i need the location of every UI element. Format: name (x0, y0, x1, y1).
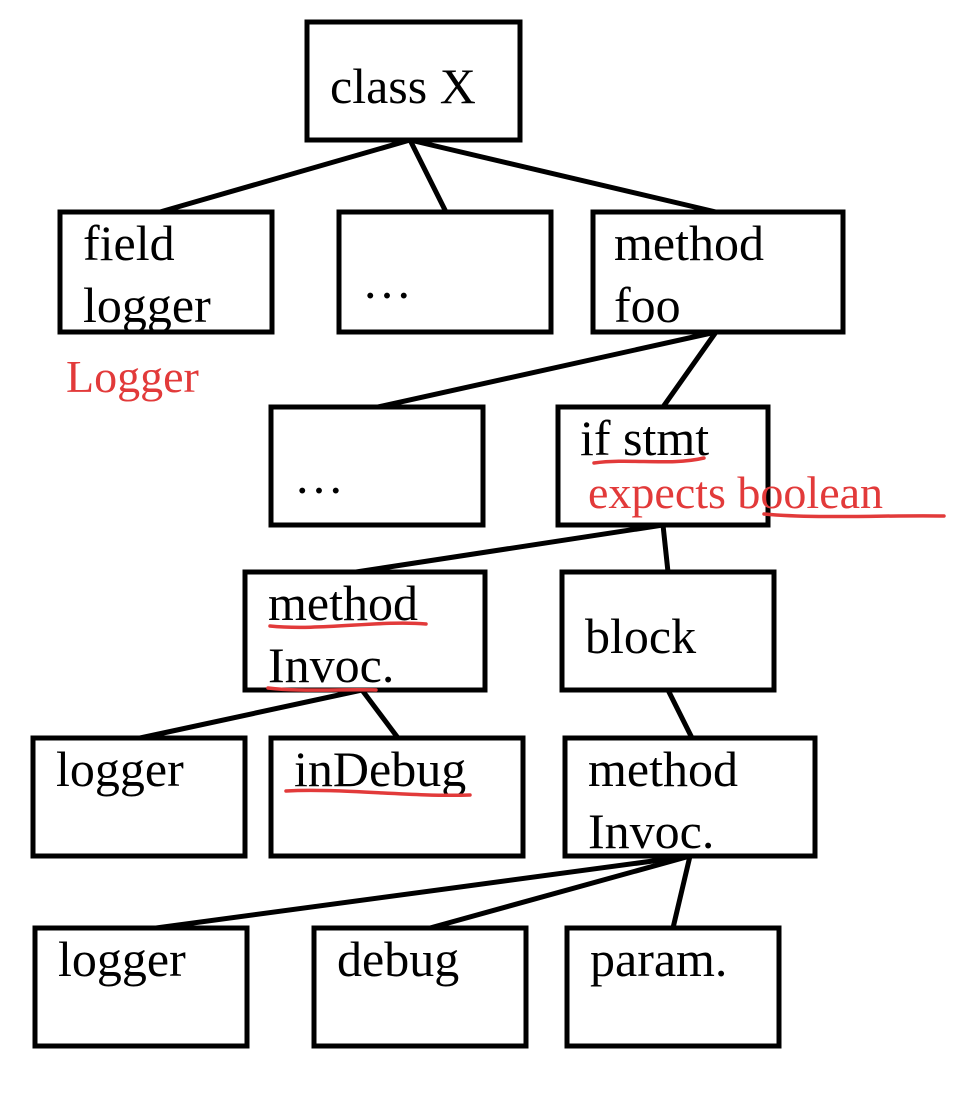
node-param: param. (564, 925, 782, 1049)
underline-if-stmt (592, 456, 706, 465)
node-label-line-2: Invoc. (268, 637, 394, 693)
node-label: … (362, 253, 412, 309)
edge-block-to-method-invoc-2 (665, 687, 695, 741)
node-box (559, 569, 777, 693)
edge-method-foo-to-ellipsis-2 (375, 329, 719, 410)
node-label-line-1: method (614, 215, 764, 271)
edge-if-stmt-to-block (660, 522, 671, 575)
node-block: block (559, 569, 777, 693)
edge-method-invoc-1-to-logger-1 (137, 687, 365, 741)
edge-method-invoc-2-to-debug (427, 853, 693, 931)
edge-class-x-to-method-foo (407, 137, 719, 215)
node-box (590, 209, 846, 335)
node-label-line-1: method (588, 741, 738, 797)
underline-in-debug (284, 788, 472, 798)
node-label-line-2: foo (614, 277, 681, 333)
underline-method (268, 621, 428, 630)
node-label: logger (56, 741, 184, 797)
node-label: inDebug (294, 741, 466, 797)
node-logger-1: logger (30, 735, 248, 859)
node-label: logger (58, 931, 186, 987)
node-box (555, 404, 771, 528)
node-method-invoc-1: method Invoc. (242, 569, 488, 693)
edge-method-invoc-2-to-logger-2 (153, 853, 693, 931)
node-label: block (585, 608, 696, 664)
edge-method-invoc-2-to-param (670, 853, 693, 931)
annotation-underlines (266, 456, 946, 798)
node-method-foo: method foo (590, 209, 846, 335)
node-label: … (294, 448, 344, 504)
node-box (32, 925, 250, 1049)
annotation-logger-type: Logger (66, 351, 199, 402)
node-in-debug: inDebug (268, 735, 526, 859)
node-label-line-1: field (83, 215, 175, 271)
node-box (57, 209, 275, 335)
node-field-logger: field logger (57, 209, 275, 335)
node-box (268, 404, 486, 528)
node-class-x: class X (304, 19, 523, 143)
annotation-expects-boolean: expects boolean (588, 467, 883, 518)
edge-method-foo-to-if-stmt (660, 329, 719, 410)
node-box (304, 19, 523, 143)
edges-layer (137, 137, 719, 931)
node-ellipsis-2: … (268, 404, 486, 528)
node-ellipsis-1: … (336, 209, 554, 335)
node-box (564, 925, 782, 1049)
node-box (242, 569, 488, 693)
node-logger-2: logger (32, 925, 250, 1049)
node-box (30, 735, 248, 859)
edge-class-x-to-field-logger (157, 137, 413, 215)
node-label: if stmt (580, 410, 709, 466)
edge-if-stmt-to-method-invoc-1 (353, 522, 666, 575)
node-debug: debug (311, 925, 529, 1049)
node-label-line-2: Invoc. (588, 803, 714, 859)
node-box (562, 735, 818, 859)
node-box (336, 209, 554, 335)
node-if-stmt: if stmt (555, 404, 771, 528)
node-label: class X (330, 58, 476, 114)
node-label-line-2: logger (83, 277, 211, 333)
underline-boolean (762, 512, 946, 519)
node-box (268, 735, 526, 859)
edge-method-invoc-1-to-in-debug (359, 687, 401, 741)
edge-class-x-to-ellipsis-1 (407, 137, 449, 215)
node-label: param. (590, 931, 727, 987)
underline-invoc (266, 686, 378, 692)
node-label: debug (337, 931, 459, 987)
node-method-invoc-2: method Invoc. (562, 735, 818, 859)
node-box (311, 925, 529, 1049)
